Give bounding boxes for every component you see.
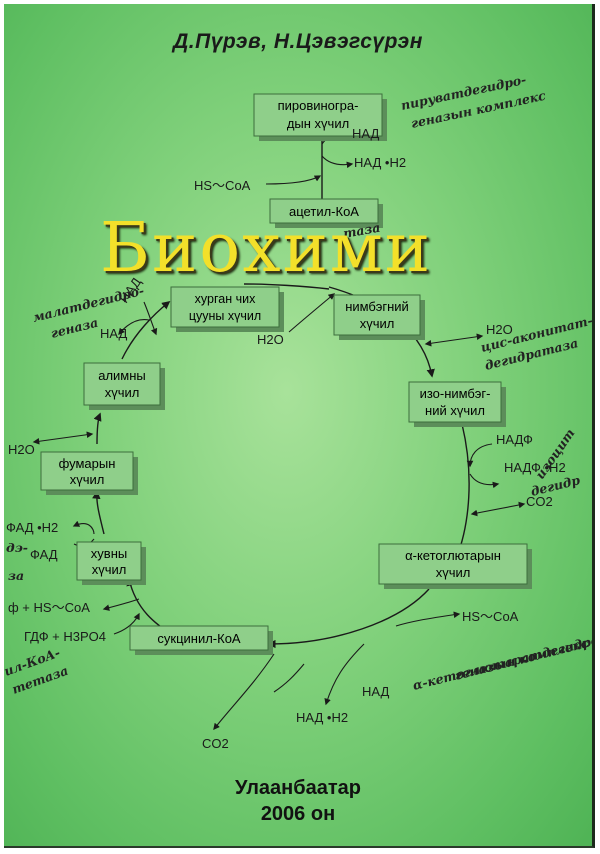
ketoglutarate-label-2: хүчил (436, 565, 471, 580)
box-pyruvate: пировиногра- дын хүчил (253, 93, 387, 141)
enzyme-fad-frag-2: за (8, 568, 24, 583)
citrate-label-1: нимбэгний (345, 299, 409, 314)
nadh-ketoglutarate: НАД •H2 (296, 710, 348, 725)
fumarate-label-2: хүчил (70, 472, 105, 487)
nadfh: НАДФ •H2 (504, 460, 566, 475)
co2-ketoglutarate: CO2 (202, 736, 229, 751)
succinyl-coa-label: сукцинил-КоА (157, 631, 241, 646)
co2-isocitrate: CO2 (526, 494, 553, 509)
krebs-cycle-diagram: пировиногра- дын хүчил ацетил-КоА хурган… (4, 72, 592, 751)
nad-ketoglutarate: НАД (362, 684, 389, 699)
h2o-aconitase: H2O (486, 322, 513, 337)
nadf: НАДФ (496, 432, 533, 447)
box-fumarate: фумарын хүчил (40, 451, 138, 495)
acetyl-coa-label: ацетил-КоА (289, 204, 359, 219)
box-citrate: нимбэгний хүчил (333, 294, 425, 340)
enzyme-fad-frag-1: дэ- (6, 540, 28, 555)
book-cover: Д.Пүрэв, Н.Цэвэгсүрэн (4, 4, 595, 848)
hs-coa-top: HS～CoA (194, 178, 251, 193)
ketoglutarate-label-1: α-кетоглютарын (405, 548, 501, 563)
publication-city: Улаанбаатар (235, 777, 361, 799)
nadh-top: НАД •H2 (354, 155, 406, 170)
authors: Д.Пүрэв, Н.Цэвэгсүрэн (173, 30, 423, 53)
h2o-fumarase: H2O (8, 442, 35, 457)
box-succinyl-coa: сукцинил-КоА (129, 625, 273, 655)
box-ketoglutarate: α-кетоглютарын хүчил (378, 543, 532, 589)
malate-label-2: хүчил (105, 385, 140, 400)
pyruvate-label-1: пировиногра- (278, 98, 359, 113)
enzyme-ketoglutarate-2: геназын комплекс (453, 635, 590, 683)
box-oxaloacetate: хурган чих цууны хүчил (170, 286, 284, 332)
fadh: ФАД •H2 (6, 520, 58, 535)
isocitrate-label-2: ний хүчил (425, 403, 485, 418)
malate-label-1: алимны (98, 368, 146, 383)
publication-year: 2006 он (260, 803, 336, 825)
box-malate: алимны хүчил (83, 362, 165, 410)
pyruvate-label-2: дын хүчил (287, 116, 349, 131)
book-title: Биохими (100, 209, 433, 288)
isocitrate-label-1: изо-нимбэг- (420, 386, 491, 401)
oxaloacetate-label-1: хурган чих (195, 292, 256, 306)
succinate-label-2: хүчил (92, 562, 127, 577)
fumarate-label-1: фумарын (59, 456, 116, 471)
box-isocitrate: изо-нимбэг- ний хүчил (408, 381, 506, 427)
nad-malate: НАД (100, 326, 127, 341)
box-acetyl-coa: ацетил-КоА (269, 198, 383, 228)
box-succinate: хувны хүчил (76, 541, 146, 585)
hs-coa-ketoglutarate: HS～CoA (462, 609, 519, 624)
fad: ФАД (30, 547, 58, 562)
gtp-line: ф + HS～CoA (8, 600, 90, 615)
h2o-citrate: H2O (257, 332, 284, 347)
enzyme-acetyl-frag: таза (342, 220, 381, 241)
succinate-label-1: хувны (91, 546, 127, 561)
oxaloacetate-label-2: цууны хүчил (189, 309, 261, 323)
nad-top: НАД (352, 126, 379, 141)
citrate-label-2: хүчил (360, 316, 395, 331)
gdp-line: ГДФ + H3PO4 (24, 629, 106, 644)
